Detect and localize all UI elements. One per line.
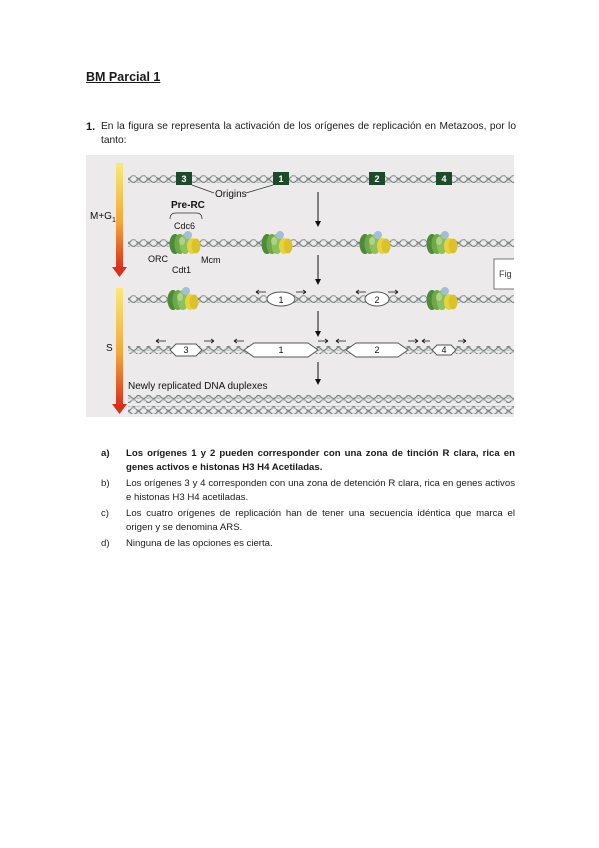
origin-number-3: 3 <box>181 174 186 184</box>
bubble-row4-1: 1 <box>278 345 283 355</box>
bubble-row4-4: 4 <box>441 345 446 355</box>
option-letter: d) <box>101 538 110 549</box>
option-letter: b) <box>101 478 110 489</box>
phase-s-label: S <box>106 343 113 354</box>
page-title: BM Parcial 1 <box>86 70 161 84</box>
option-c[interactable]: c) Los cuatro orígenes de replicación ha… <box>101 507 515 535</box>
cdc6-label: Cdc6 <box>174 221 195 231</box>
dna-duplex-1 <box>128 395 514 403</box>
question-text: En la figura se representa la activación… <box>101 121 516 146</box>
mcm-label: Mcm <box>201 255 221 265</box>
dna-row-2 <box>128 239 514 247</box>
origin-number-4: 4 <box>441 174 446 184</box>
origin-number-2: 2 <box>374 174 379 184</box>
origin-box-3 <box>176 172 192 185</box>
option-a[interactable]: a) Los orígenes 1 y 2 pueden corresponde… <box>101 447 515 475</box>
bubble-row3-1: 1 <box>278 295 283 305</box>
bubble-row4-2: 2 <box>374 345 379 355</box>
option-text: Los cuatro orígenes de replicación han d… <box>126 508 515 533</box>
bubble-row4-3: 3 <box>183 345 188 355</box>
answer-options: a) Los orígenes 1 y 2 pueden corresponde… <box>101 447 515 553</box>
option-letter: a) <box>101 448 110 459</box>
dna-row-1 <box>128 175 514 183</box>
option-letter: c) <box>101 508 109 519</box>
svg-text:M+G1: M+G1 <box>90 211 116 224</box>
phase-mg1-subscript: 1 <box>112 217 116 224</box>
option-text: Ninguna de las opciones es cierta. <box>126 538 273 549</box>
dna-row-4 <box>128 346 514 354</box>
option-text: Los orígenes 1 y 2 pueden corresponder c… <box>126 448 515 473</box>
bubble-row3-2: 2 <box>374 295 379 305</box>
dna-row-3 <box>128 295 514 303</box>
option-d[interactable]: d) Ninguna de las opciones es cierta. <box>101 537 515 551</box>
fig-label: Fig <box>499 269 512 279</box>
origin-number-1: 1 <box>278 174 283 184</box>
prerc-label: Pre-RC <box>171 200 205 211</box>
origin-box-2 <box>369 172 385 185</box>
question-number: 1. <box>86 121 96 133</box>
origin-box-1 <box>273 172 289 185</box>
origin-box-4 <box>436 172 452 185</box>
option-b[interactable]: b) Los orígenes 3 y 4 corresponden con u… <box>101 477 515 505</box>
option-text: Los orígenes 3 y 4 corresponden con una … <box>126 478 515 503</box>
cdt1-label: Cdt1 <box>172 265 191 275</box>
origins-label: Origins <box>215 189 247 200</box>
dna-duplex-2 <box>128 406 514 414</box>
phase-mg1-label: M+G <box>90 211 112 222</box>
replication-origins-figure: M+G1 S 3 1 2 4 Origins Pre-RC Cdc6 ORC M… <box>86 155 514 417</box>
orc-label: ORC <box>148 254 169 264</box>
newly-replicated-label: Newly replicated DNA duplexes <box>128 381 268 392</box>
